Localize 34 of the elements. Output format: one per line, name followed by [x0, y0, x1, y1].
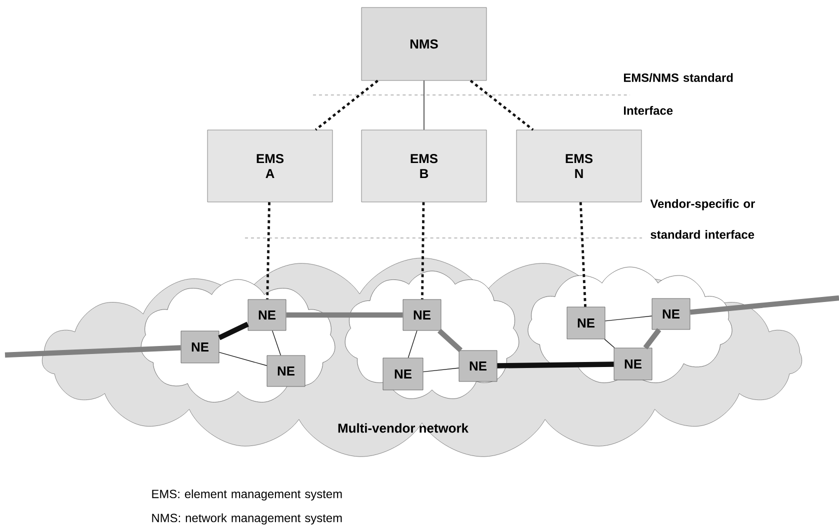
network-element-box: NE [458, 350, 498, 382]
connector-line [314, 80, 378, 131]
connector-line [4, 345, 181, 358]
connector-line [272, 330, 282, 356]
network-element-box: NE [266, 355, 306, 387]
network-element-box: NE [402, 299, 442, 331]
connector-line [422, 368, 460, 372]
system-box: EMS A [207, 130, 333, 202]
connector-line [408, 330, 418, 358]
connector-line [604, 316, 652, 322]
network-element-box: NE [652, 298, 690, 330]
network-element-box: NE [180, 330, 220, 364]
network-element-box: NE [248, 299, 286, 331]
interface-label: EMS/NMS standard Interface [624, 73, 733, 115]
abbreviation-note: EMS: element management system [152, 489, 342, 501]
connector-line [437, 328, 463, 352]
connector-line [497, 362, 614, 368]
system-box: EMS B [361, 130, 487, 202]
network-element-box: NE [566, 306, 606, 340]
connector-line [218, 352, 268, 366]
interface-label: Vendor-specific or standard interface [650, 199, 755, 239]
system-box: NMS [361, 7, 487, 81]
connector-line [286, 312, 403, 318]
connector-line [643, 328, 662, 350]
connector-line [579, 202, 586, 307]
connector-line [421, 202, 425, 300]
connector-line [604, 338, 615, 348]
connector-line [470, 80, 534, 131]
abbreviation-note: NMS: network management system [152, 513, 342, 525]
network-element-box: NE [382, 358, 424, 390]
connector-line [218, 322, 249, 340]
connector-line [690, 295, 839, 315]
network-element-box: NE [614, 348, 652, 380]
system-box: EMS N [516, 130, 642, 202]
